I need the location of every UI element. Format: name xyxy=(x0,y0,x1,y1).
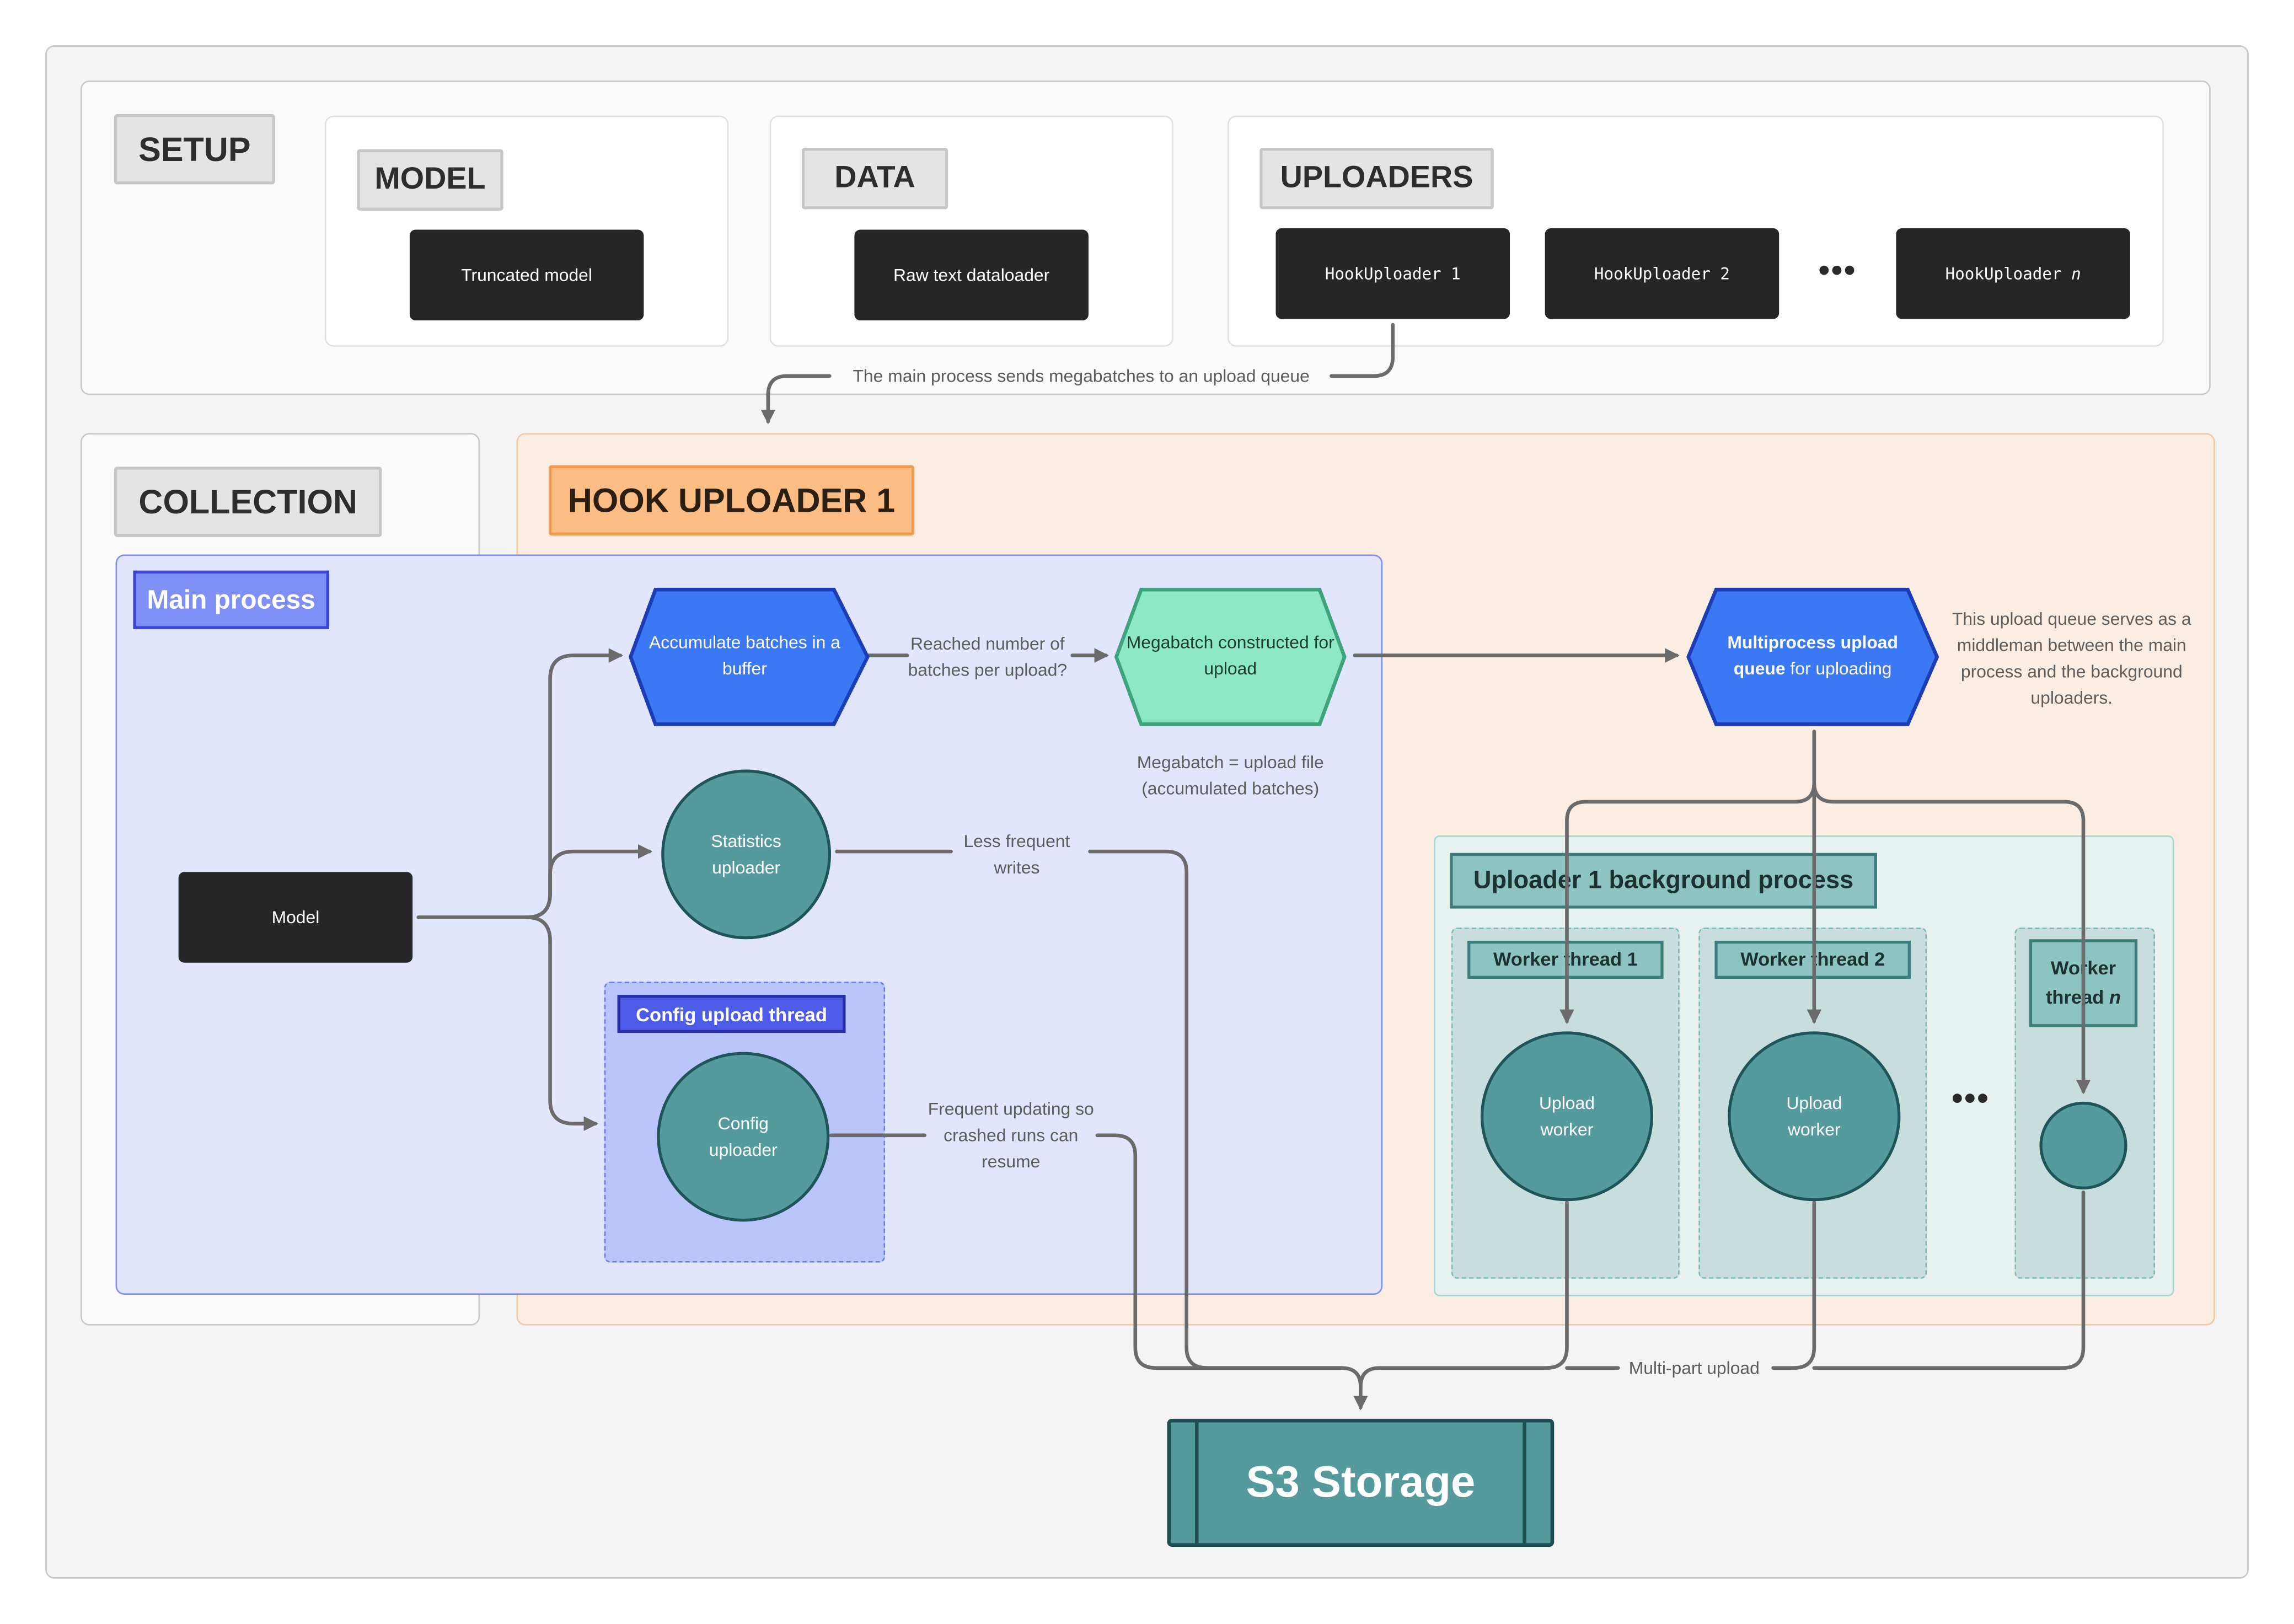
config-uploader-label: Config uploader xyxy=(709,1113,778,1160)
main-process-tag: Main process xyxy=(133,570,329,629)
s3-storage-label: S3 Storage xyxy=(1246,1457,1476,1507)
send-megabatches-arrow-2 xyxy=(760,374,832,425)
config-uploader-circle: Config uploader xyxy=(657,1052,830,1222)
hook-uploader-1-box: HookUploader 1 xyxy=(1275,228,1510,319)
truncated-model-box: Truncated model xyxy=(409,229,644,321)
send-megabatches-label: The main process sends megabatches to an… xyxy=(853,366,1310,387)
queue-label-rest: for uploading xyxy=(1785,658,1892,679)
accumulate-label: Accumulate batches in a buffer xyxy=(648,632,840,679)
queue-hexagon xyxy=(1686,587,1939,726)
raw-text-dataloader-box: Raw text dataloader xyxy=(854,229,1089,321)
upload-worker-n-circle xyxy=(2039,1101,2127,1189)
upload-worker-1-label: Upload worker xyxy=(1539,1092,1595,1140)
hook-uploader-n-var: n xyxy=(2071,264,2081,283)
statistics-uploader-label: Statistics uploader xyxy=(711,830,781,878)
config-thread-tag: Config upload thread xyxy=(617,995,846,1033)
upload-worker-2-label: Upload worker xyxy=(1786,1092,1842,1140)
background-process-tag: Uploader 1 background process xyxy=(1450,853,1877,909)
send-megabatches-arrow xyxy=(1330,323,1395,378)
less-frequent-label: Less frequent writes xyxy=(963,830,1070,878)
model-box: Model xyxy=(178,872,413,963)
reached-number-label: Reached number of batches per upload? xyxy=(908,633,1068,680)
statistics-uploader-circle: Statistics uploader xyxy=(661,769,831,940)
worker-n-to-storage-line xyxy=(1812,1190,2086,1370)
upload-worker-1-circle: Upload worker xyxy=(1480,1031,1654,1202)
queue-to-worker-n-arrow xyxy=(1812,781,2091,1095)
megabatch-label: Megabatch constructed for upload xyxy=(1126,632,1334,679)
model-tag: MODEL xyxy=(357,149,503,211)
workers-ellipsis: ••• xyxy=(1952,1079,1990,1117)
worker-2-to-storage-line xyxy=(1771,1200,1816,1370)
upload-worker-2-circle: Upload worker xyxy=(1728,1031,1901,1202)
model-to-config-arrow xyxy=(524,915,599,1131)
uploaders-tag: UPLOADERS xyxy=(1259,147,1494,210)
model-to-accumulate-arrow xyxy=(524,648,624,919)
megabatch-note-label: Megabatch = upload file (accumulated bat… xyxy=(1137,752,1324,799)
queue-label-bold: Multiprocess upload queue xyxy=(1727,632,1898,679)
s3-storage-shape xyxy=(1167,1418,1555,1547)
queue-label: Multiprocess upload queue for uploading xyxy=(1703,622,1922,689)
hook-uploader-n-box: HookUploader n xyxy=(1896,228,2130,319)
accumulate-hexagon xyxy=(628,587,870,726)
data-tag: DATA xyxy=(801,147,948,210)
frequent-updating-label: Frequent updating so crashed runs can re… xyxy=(928,1098,1094,1172)
megabatch-hexagon xyxy=(1114,587,1347,726)
model-to-statistics-arrow xyxy=(524,844,653,919)
collection-title: COLLECTION xyxy=(114,467,382,537)
queue-to-worker-1-arrow xyxy=(1559,781,1816,1025)
uploaders-ellipsis: ••• xyxy=(1818,251,1857,288)
hook-uploader-2-box: HookUploader 2 xyxy=(1545,228,1780,319)
setup-title: SETUP xyxy=(114,114,275,185)
hook-uploader-title: HOOK UPLOADER 1 xyxy=(548,465,915,536)
worker-1-to-storage-line xyxy=(1359,1200,1569,1389)
hook-uploader-n-prefix: HookUploader xyxy=(1945,264,2072,283)
queue-note-label: This upload queue serves as a middleman … xyxy=(1952,608,2191,709)
statistics-to-storage-line xyxy=(1088,849,1368,1411)
config-to-storage-line xyxy=(1095,1133,1344,1370)
multipart-upload-label: Multi-part upload xyxy=(1628,1358,1760,1379)
worker-thread-n-var: n xyxy=(2109,986,2121,1008)
